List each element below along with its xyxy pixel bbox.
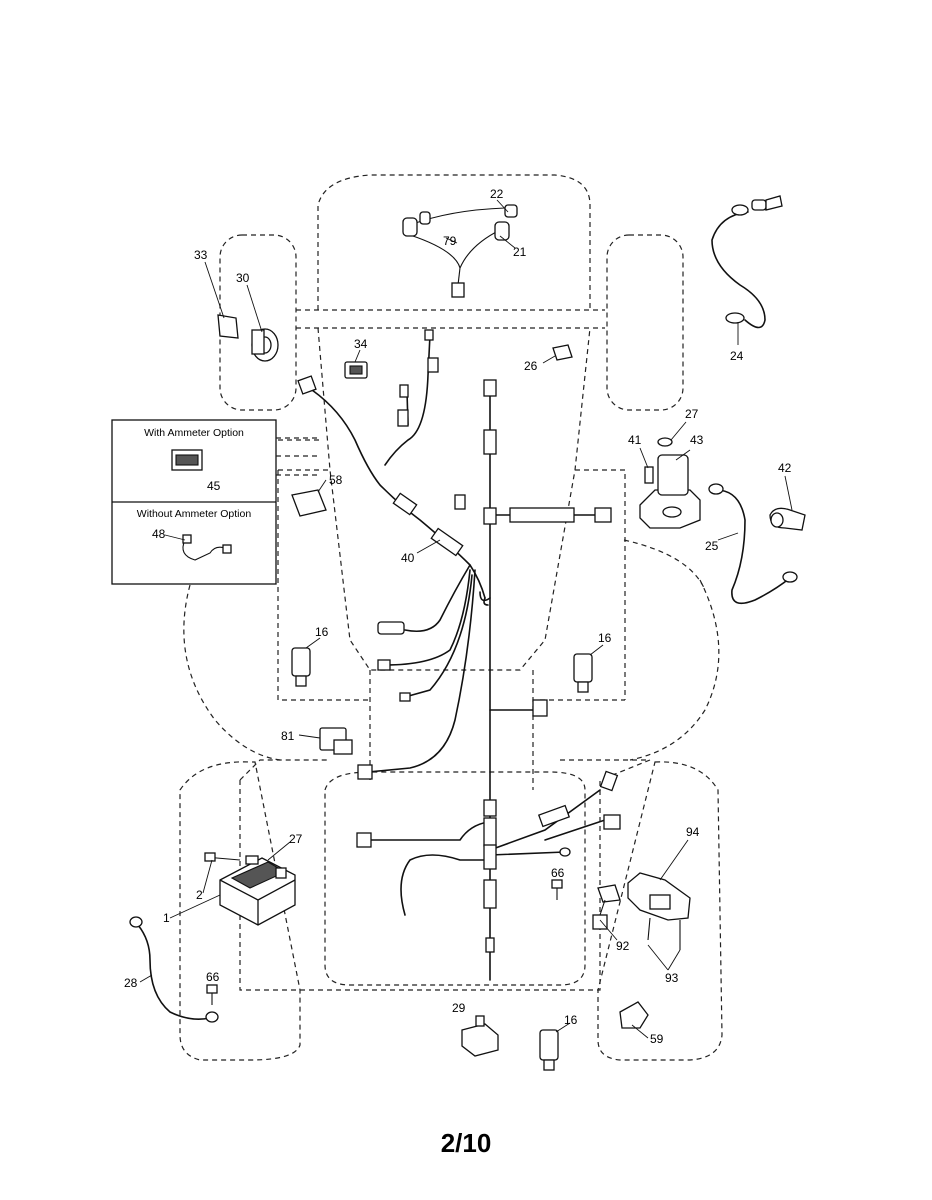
callout-66-right: 66: [551, 866, 565, 880]
legend-without-ammeter: Without Ammeter Option: [137, 508, 252, 520]
callout-28: 28: [124, 976, 138, 990]
ignition-switch: [251, 328, 279, 362]
callout-34: 34: [354, 337, 368, 351]
callout-81: 81: [281, 729, 295, 743]
callout-1: 1: [163, 911, 170, 925]
callout-2: 2: [196, 888, 203, 902]
callout-26: 26: [524, 359, 538, 373]
ignition-connector: [217, 314, 239, 339]
callout-45: 45: [207, 479, 221, 493]
callout-58: 58: [329, 473, 343, 487]
battery-cable-positive: [711, 195, 783, 329]
callout-27-battery: 27: [289, 832, 303, 846]
callout-21: 21: [513, 245, 527, 259]
fuel-module: [619, 1001, 649, 1029]
callout-59: 59: [650, 1032, 664, 1046]
interlock-switch-right: [573, 653, 593, 693]
callout-16-rear: 16: [564, 1013, 578, 1027]
callout-42: 42: [778, 461, 792, 475]
battery: [204, 852, 296, 926]
reverse-connector: [592, 884, 621, 930]
callout-94: 94: [686, 825, 700, 839]
callout-24: 24: [730, 349, 744, 363]
interlock-switch-left: [291, 647, 311, 687]
headlight-harness: [402, 204, 518, 298]
callout-40: 40: [401, 551, 415, 565]
legend-with-ammeter: With Ammeter Option: [144, 427, 244, 439]
callout-27-top: 27: [685, 407, 699, 421]
bolt-right: [551, 879, 563, 900]
starter-solenoid: [639, 437, 701, 529]
ground-cable: [708, 483, 798, 605]
callout-22: 22: [490, 187, 504, 201]
callout-41: 41: [628, 433, 642, 447]
option-legend-box: With Ammeter Option Without Ammeter Opti…: [111, 419, 318, 585]
callout-16-left: 16: [315, 625, 329, 639]
callout-33: 33: [194, 248, 208, 262]
callout-48: 48: [152, 527, 166, 541]
callout-29: 29: [452, 1001, 466, 1015]
relay-module: [291, 489, 327, 517]
callout-16-right: 16: [598, 631, 612, 645]
callout-92: 92: [616, 939, 630, 953]
tractor-outline: [179, 174, 723, 1061]
callout-93: 93: [665, 971, 679, 985]
interlock-switch-rear: [539, 1029, 559, 1071]
reverse-module: [627, 872, 691, 950]
page-number: 2/10: [440, 1128, 492, 1158]
callout-25: 25: [705, 539, 719, 553]
leader-lines: [139, 199, 793, 1039]
light-switch: [344, 361, 368, 379]
callout-30: 30: [236, 271, 250, 285]
battery-ground-cable: [129, 916, 219, 1023]
main-wire-harness: [297, 329, 621, 981]
fuse: [552, 344, 573, 361]
callout-labels: 22 79 21 33 30 34 26 24 27 41 43 42 25 5…: [124, 187, 792, 1046]
bolt-left: [206, 984, 218, 1005]
callout-43: 43: [690, 433, 704, 447]
seat-switch: [461, 1015, 499, 1057]
terminal-boot: [769, 507, 806, 531]
starter-relay: [319, 727, 353, 755]
callout-79: 79: [443, 234, 457, 248]
callout-66-left: 66: [206, 970, 220, 984]
